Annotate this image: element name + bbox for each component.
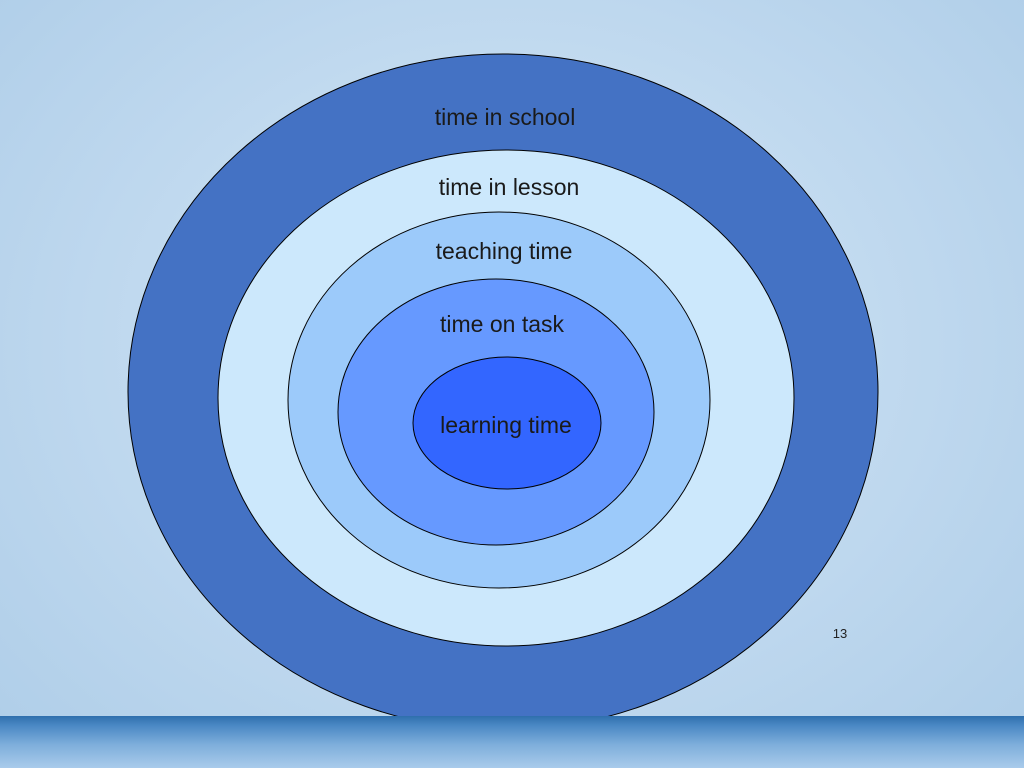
page-number: 13 bbox=[832, 626, 848, 641]
ring-learning-time bbox=[412, 356, 602, 490]
label-teaching-time: teaching time bbox=[436, 238, 573, 264]
label-time-in-lesson: time in lesson bbox=[439, 174, 580, 200]
label-time-on-task: time on task bbox=[440, 311, 564, 337]
label-time-in-school: time in school bbox=[435, 104, 576, 130]
footer-bar bbox=[0, 716, 1024, 768]
label-learning-time: learning time bbox=[440, 412, 572, 438]
